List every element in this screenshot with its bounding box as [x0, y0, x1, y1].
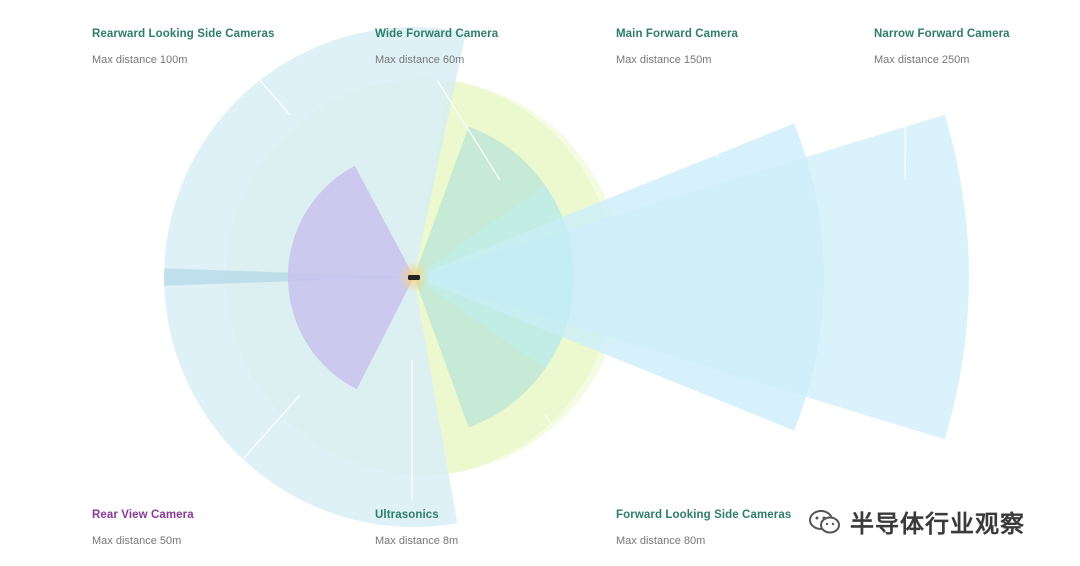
label-wide-forward: Wide Forward Camera Max distance 60m: [375, 28, 498, 66]
leader-forward-side: [544, 414, 611, 506]
label-narrow-forward: Narrow Forward Camera Max distance 250m: [874, 28, 1010, 66]
zone-forward-side-lower: [414, 277, 563, 428]
label-main-forward: Main Forward Camera Max distance 150m: [616, 28, 738, 66]
leader-wide-forward: [436, 79, 501, 181]
label-distance: Max distance 150m: [616, 54, 712, 66]
label-distance: Max distance 60m: [375, 54, 465, 66]
zone-forward-side-upper: [414, 126, 563, 277]
zone-rearward-side-upper: [164, 27, 466, 277]
wechat-icon: [809, 509, 840, 533]
watermark: 半导体行业观察: [808, 504, 1025, 539]
label-distance: Max distance 250m: [874, 54, 970, 66]
label-title: Ultrasonics: [375, 509, 439, 521]
leader-narrow-forward: [904, 69, 907, 181]
zone-narrow-forward: [414, 114, 969, 440]
label-title: Main Forward Camera: [616, 28, 739, 40]
watermark-text: 半导体行业观察: [850, 510, 1025, 538]
zone-wide-forward-core: [414, 185, 575, 369]
label-rear-view: Rear View Camera Max distance 50m: [92, 509, 194, 547]
leader-main-forward: [679, 77, 719, 159]
label-rearward-side: Rearward Looking Side Cameras Max distan…: [92, 28, 275, 66]
zone-rear-view: [287, 165, 414, 390]
label-title: Wide Forward Camera: [375, 28, 499, 40]
label-distance: Max distance 80m: [616, 535, 706, 547]
label-distance: Max distance 8m: [375, 535, 459, 547]
label-distance: Max distance 50m: [92, 535, 182, 547]
car-icon: [408, 275, 420, 280]
label-ultrasonics: Ultrasonics Max distance 8m: [375, 509, 458, 547]
leader-rearward-side: [231, 47, 291, 116]
leader-rear-view: [201, 394, 301, 506]
zone-rearward-side-lower: [164, 277, 458, 527]
label-title: Rear View Camera: [92, 509, 194, 521]
label-forward-side: Forward Looking Side Cameras Max distanc…: [616, 509, 791, 547]
label-title: Forward Looking Side Cameras: [616, 509, 792, 521]
label-title: Narrow Forward Camera: [874, 28, 1010, 40]
label-title: Rearward Looking Side Cameras: [92, 28, 275, 40]
label-distance: Max distance 100m: [92, 54, 188, 66]
